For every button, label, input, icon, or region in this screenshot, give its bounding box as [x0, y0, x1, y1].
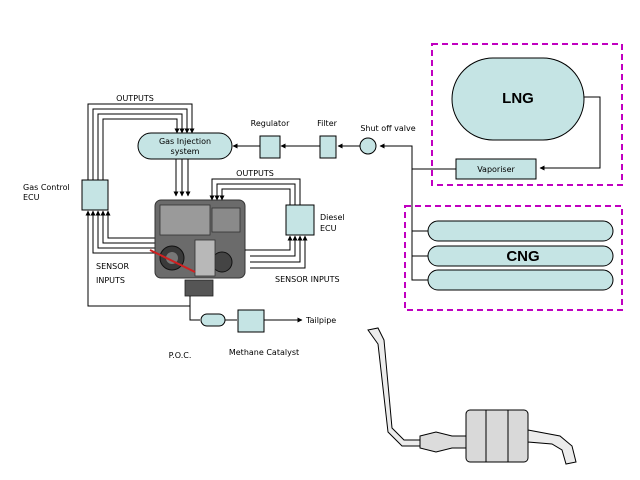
gas-sensor-wire-4 [90, 210, 155, 254]
gas-outputs-label: OUTPUTS [116, 94, 154, 103]
poc-label: P.O.C. [169, 351, 192, 360]
gas-ecu-label-line1: Gas Control [23, 183, 70, 192]
gas-control-ecu-box [81, 179, 109, 211]
cng-label: CNG [506, 248, 539, 265]
gas-sensor-wire-5 [85, 210, 190, 307]
diesel-ecu-label-line2: ECU [320, 224, 337, 233]
cng-cylinder-1 [427, 220, 614, 242]
gas-injection-label-line2: system [171, 147, 200, 156]
cng-group-border [404, 205, 623, 311]
gas-ecu-label-line2: ECU [23, 193, 40, 202]
lng-to-vaporiser-line [539, 96, 601, 171]
supply-main-line [379, 143, 413, 256]
lng-tank [451, 57, 585, 141]
gas-sensor-wire-2 [100, 210, 155, 244]
regulator-label: Regulator [251, 119, 290, 128]
diesel-sensor-wire-3 [250, 235, 303, 263]
exhaust-pipe-drawing [367, 327, 577, 465]
diesel-output-wire-1 [209, 178, 301, 205]
cng-cylinder-3 [427, 269, 614, 291]
shut-off-valve-label: Shut off valve [360, 124, 415, 133]
gas-sensor-label-line1: SENSOR [96, 262, 129, 271]
filter-box [319, 135, 337, 159]
diesel-output-wire-2 [214, 183, 296, 205]
diesel-sensor-wire-2 [250, 235, 298, 257]
tailpipe-label: Tailpipe [305, 316, 336, 325]
gas-sensor-wire-1 [105, 210, 155, 239]
gas-sensor-wire-3 [95, 210, 155, 249]
lng-group-border [431, 43, 623, 186]
regulator-box [259, 135, 281, 159]
poc-unit [200, 313, 226, 327]
methane-catalyst-label: Methane Catalyst [229, 348, 299, 357]
shut-off-valve [359, 137, 377, 155]
diesel-sensor-wire-1 [245, 235, 293, 251]
gas-output-wire-1 [87, 103, 195, 180]
diesel-ecu-label-line1: Diesel [320, 213, 345, 222]
filter-label: Filter [317, 119, 338, 128]
diesel-ecu-box [285, 204, 315, 236]
methane-catalyst-box [237, 309, 265, 333]
engine-image [149, 199, 246, 297]
diesel-output-wire-3 [219, 188, 291, 205]
exhaust-line [189, 296, 200, 321]
diesel-outputs-label: OUTPUTS [236, 169, 274, 178]
gas-output-wire-4 [102, 118, 180, 180]
gas-injection-label-line1: Gas Injection [159, 137, 211, 146]
diesel-sensor-wire-4 [250, 235, 308, 269]
gas-sensor-label-line2: INPUTS [96, 276, 125, 285]
gas-output-wire-2 [92, 108, 190, 180]
vaporiser-label: Vaporiser [477, 165, 515, 174]
diesel-sensor-label: SENSOR INPUTS [275, 275, 340, 284]
gas-output-wire-3 [97, 113, 185, 180]
cng-manifold-line [411, 230, 428, 281]
lng-label: LNG [502, 90, 534, 107]
